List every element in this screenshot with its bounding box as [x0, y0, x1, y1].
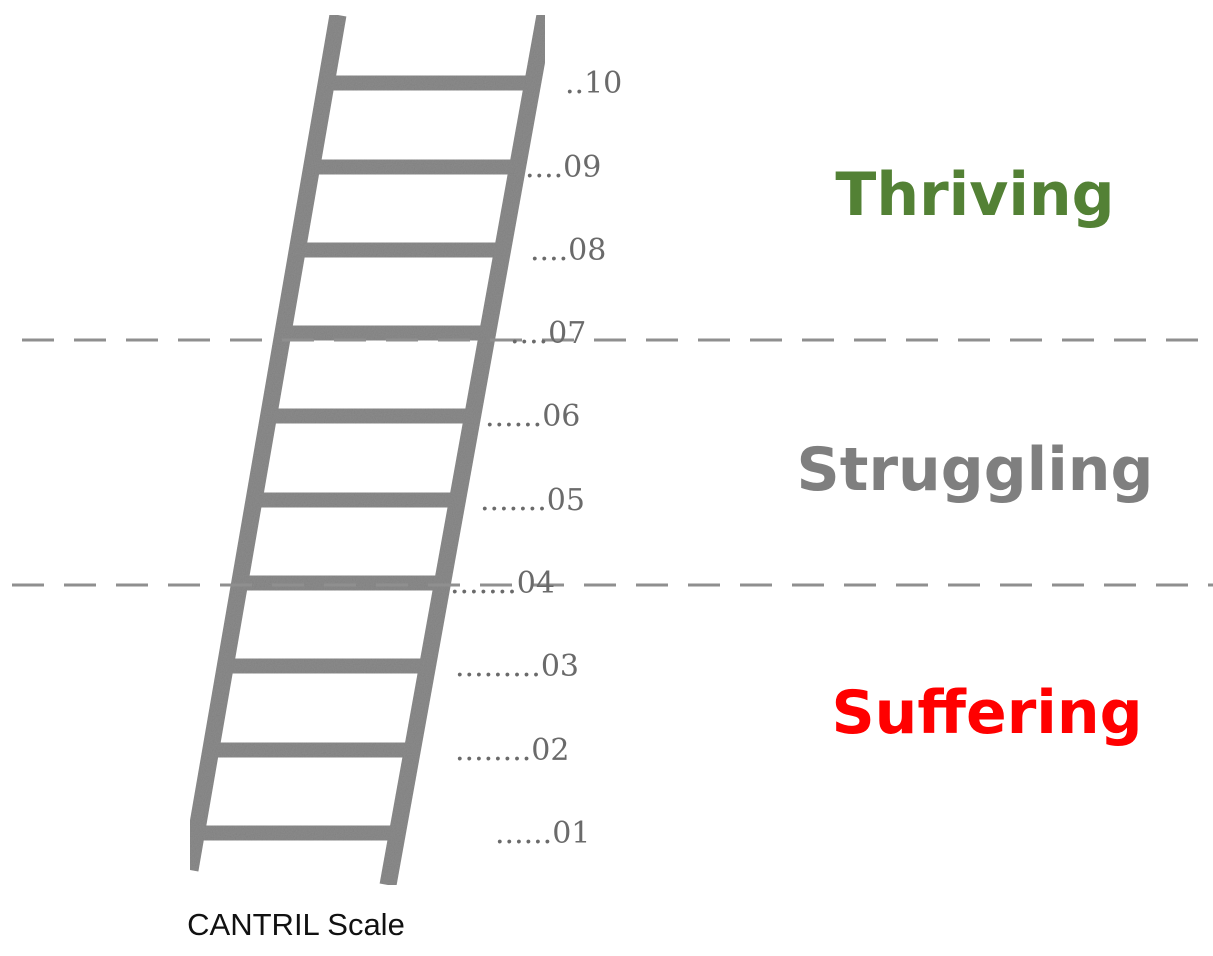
ladder-right-rail	[379, 13, 554, 887]
diagram-caption: CANTRIL Scale	[187, 907, 405, 942]
ladder	[181, 13, 554, 887]
rung-label: .........03	[455, 649, 579, 684]
rung-label: ....09	[525, 150, 601, 185]
rung-labels: ..10 ....09 ....08 ....07 ......06 .......05.…	[450, 66, 622, 851]
rung-label: ........02	[455, 733, 569, 768]
zone-label-struggling: Struggling	[797, 435, 1154, 505]
rung-label: .......04	[450, 566, 555, 601]
ladder-rungs	[200, 75, 529, 841]
zone-label-thriving: Thriving	[835, 160, 1114, 230]
rung-label: ....07	[510, 316, 586, 351]
rung-label: ..10	[565, 66, 622, 101]
rung-label: ......01	[495, 816, 590, 851]
rung-label: ......06	[485, 399, 580, 434]
rung-label: ....08	[530, 233, 606, 268]
rung-label: .......05	[480, 483, 585, 518]
ladder-left-rail	[181, 13, 347, 872]
zone-label-suffering: Suffering	[831, 678, 1142, 748]
